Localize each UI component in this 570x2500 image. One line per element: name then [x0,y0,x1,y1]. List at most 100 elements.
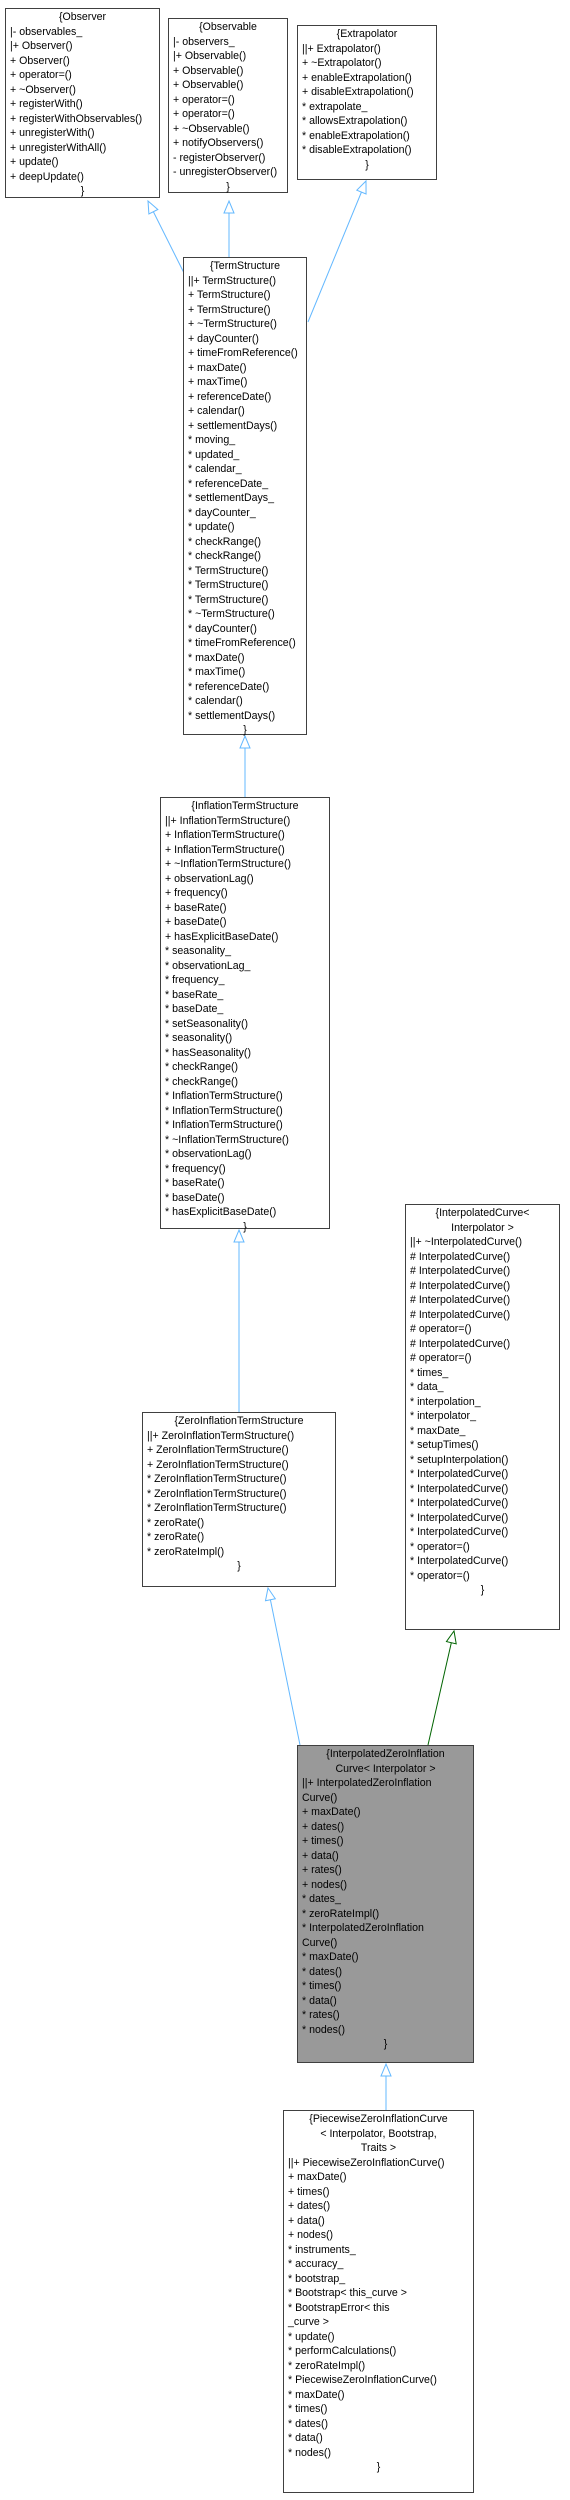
class-member: + unregisterWithAll() [10,141,107,154]
class-member: * accuracy_ [288,2258,344,2270]
class-member: * data() [288,2432,323,2444]
class-title: {TermStructure [209,260,281,272]
class-member: * InterpolatedCurve() [410,1497,509,1509]
class-member: * seasonality() [165,1032,233,1044]
class-member: ||+ InterpolatedZeroInflation [302,1777,432,1789]
class-member: * observationLag() [165,1148,252,1160]
class-member: + ZeroInflationTermStructure() [147,1444,289,1456]
class-member: + Observable() [173,64,244,77]
class-member: + baseDate() [165,916,227,928]
class-member: * ~TermStructure() [188,608,275,620]
class-member: + times() [302,1835,344,1847]
class-member: * InterpolatedCurve() [410,1526,509,1538]
class-closer: } [376,2461,381,2473]
class-member: * zeroRate() [147,1516,205,1529]
class-closer: } [365,158,369,171]
class-member: * maxTime() [188,666,246,678]
class-title: {Observer [58,11,107,23]
class-member: * baseDate() [165,1191,225,1204]
class-member: * checkRange() [165,1075,239,1088]
class-member: * allowsExtrapolation() [302,115,408,127]
class-member: + InflationTermStructure() [165,843,285,856]
class-member: # operator=() [410,1352,472,1364]
class-box-extrapolator[interactable]: {Extrapolator||+ Extrapolator()+ ~Extrap… [297,25,437,180]
class-member: * InterpolatedCurve() [410,1511,509,1524]
class-member: + ZeroInflationTermStructure() [147,1458,289,1471]
class-member: + notifyObservers() [173,137,264,149]
class-member: + observationLag() [165,872,254,885]
class-member: + ~Observer() [10,83,76,96]
class-title: {InterpolatedCurve< Interpolator > [435,1207,530,1234]
class-title: {PiecewiseZeroInflationCurve < Interpola… [309,2113,448,2154]
edge-inflationtermstructure-termstructure-arrowhead [239,734,251,749]
class-member: * maxDate_ [410,1424,466,1437]
class-member: + data() [302,1849,339,1862]
class-member: * hasExplicitBaseDate() [165,1206,277,1218]
class-member: + ~Observable() [173,122,250,135]
class-member: * checkRange() [188,535,262,548]
class-member: + rates() [302,1864,342,1876]
class-member: * nodes() [302,2023,345,2036]
class-member: * enableExtrapolation() [302,129,410,142]
class-member: * checkRange() [188,550,262,562]
class-box-observable[interactable]: {Observable|- observers_|+ Observable()+… [168,18,288,193]
class-box-zeroinflationtermstructure[interactable]: {ZeroInflationTermStructure||+ ZeroInfla… [142,1412,336,1587]
class-member: + update() [10,156,59,168]
class-member: - unregisterObserver() [173,166,278,178]
class-member: * InterpolatedCurve() [410,1482,509,1495]
class-member: + nodes() [288,2229,334,2241]
class-member: * update() [188,521,235,533]
class-member: * timeFromReference() [188,637,296,649]
class-member: + maxTime() [188,376,248,388]
class-member: * operator=() [410,1569,470,1582]
class-member: + InflationTermStructure() [165,829,285,841]
edge-zeroinflation-inflationtermstructure-arrowhead [233,1228,245,1243]
class-member: * data() [302,1994,337,2007]
class-box-inflationtermstructure[interactable]: {InflationTermStructure||+ InflationTerm… [160,797,330,1233]
class-member: + Observer() [10,54,70,67]
edge-termstructure-observable-arrowhead [223,199,235,214]
class-member: |- observers_ [173,35,235,48]
class-box-piecewisezeroinflationcurve[interactable]: {PiecewiseZeroInflationCurve < Interpola… [283,2110,474,2493]
class-box-interpolatedcurve[interactable]: {InterpolatedCurve< Interpolator > ||+ ~I… [405,1204,560,1630]
class-member: + nodes() [302,1878,348,1891]
class-member: * settlementDays_ [188,492,274,504]
class-member: + disableExtrapolation() [302,86,414,98]
class-member: + registerWithObservables() [10,112,143,125]
class-member: * InterpolatedCurve() [410,1555,509,1567]
class-closer: } [243,724,247,736]
class-member: * TermStructure() [188,564,269,577]
class-member: * maxDate() [302,1951,359,1963]
class-member: * TermStructure() [188,579,269,591]
class-member: + ~Extrapolator() [302,57,382,69]
class-member: + referenceDate() [188,390,272,403]
class-member: * moving_ [188,434,236,446]
class-member: * referenceDate() [188,680,270,693]
class-title: {Extrapolator [336,28,398,40]
class-member: + ~TermStructure() [188,318,277,330]
class-member: * zeroRateImpl() [302,1907,380,1920]
edge-interpolatedzero-zeroinflation-arrowhead [264,1586,277,1602]
class-member: * setSeasonality() [165,1017,249,1030]
edge-termstructure-extrapolator-arrowhead [355,179,367,195]
class-box-termstructure[interactable]: {TermStructure||+ TermStructure()+ TermS… [183,257,307,736]
edge-piecewise-interpolatedzero-arrowhead [380,2062,392,2077]
class-member: * TermStructure() [188,593,269,606]
class-member: * frequency() [165,1162,226,1175]
class-box-observer[interactable]: {Observer|- observables_|+ Observer()+ O… [5,8,160,198]
class-member: * bootstrap_ [288,2272,346,2285]
class-member: + times() [288,2185,330,2198]
class-member: * calendar() [188,695,243,707]
class-member: _curve > [288,2316,329,2328]
class-member: ||+ InflationTermStructure() [165,814,291,827]
class-member: * dates_ [302,1893,341,1905]
class-member: * dayCounter_ [188,506,256,519]
class-member: + operator=() [173,93,235,106]
class-box-interpolatedzeroinflationcurve[interactable]: {InterpolatedZeroInflation Curve< Interp… [297,1745,474,2063]
class-member: # InterpolatedCurve() [410,1250,511,1263]
class-member: + settlementDays() [188,419,278,432]
class-member: * InflationTermStructure() [165,1119,283,1131]
class-member: * maxDate() [188,651,245,664]
class-member: ||+ ~InterpolatedCurve() [410,1236,523,1248]
